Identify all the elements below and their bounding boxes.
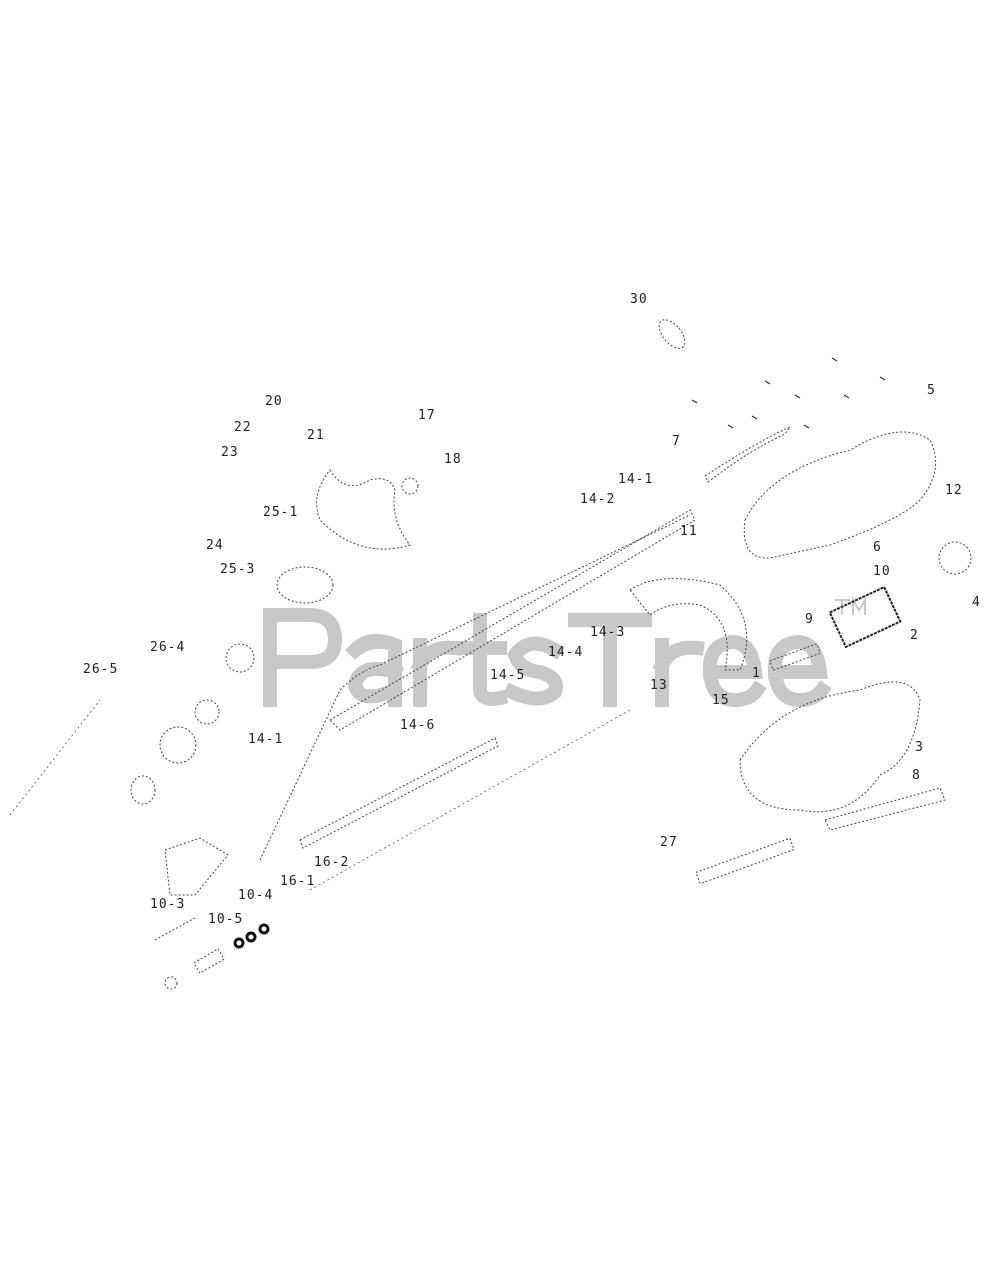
label-22: 22 (234, 420, 252, 435)
part-15-handle (629, 578, 748, 671)
label-14-5: 14-5 (490, 668, 526, 683)
part-bearing (130, 775, 156, 805)
label-25-3: 25-3 (220, 562, 256, 577)
part-18-nut (401, 477, 419, 495)
label-14-1-lower: 14-1 (248, 732, 284, 747)
label-1: 1 (752, 666, 761, 681)
label-6: 6 (873, 540, 882, 555)
label-30: 30 (630, 292, 648, 307)
label-17: 17 (418, 408, 436, 423)
part-26-4-gear (225, 643, 255, 673)
label-11: 11 (680, 524, 698, 539)
part-14-bent-tube (259, 514, 691, 861)
line-26-rod (9, 699, 101, 816)
label-24: 24 (206, 538, 224, 553)
label-4: 4 (972, 595, 981, 610)
label-10-3: 10-3 (150, 897, 186, 912)
label-18: 18 (444, 452, 462, 467)
label-16-2: 16-2 (314, 855, 350, 870)
part-gear-large (159, 726, 197, 764)
label-20: 20 (265, 394, 283, 409)
label-13: 13 (650, 678, 668, 693)
label-21: 21 (307, 428, 325, 443)
part-13-sleeve (193, 948, 225, 974)
label-8: 8 (912, 768, 921, 783)
part-6-shaft (769, 643, 821, 671)
label-23: 23 (221, 445, 239, 460)
part-4-fan (938, 541, 972, 575)
label-12: 12 (945, 483, 963, 498)
washers (233, 923, 270, 949)
part-25-1-spool (276, 566, 334, 604)
part-1-cable (309, 709, 631, 891)
label-3: 3 (915, 740, 924, 755)
part-2-motor (828, 585, 902, 649)
part-nut-bottom (164, 976, 178, 990)
part-7-strip (704, 425, 792, 483)
label-14-1: 14-1 (618, 472, 654, 487)
part-26-5-gear (194, 699, 220, 725)
label-10: 10 (873, 564, 891, 579)
part-8-cover (824, 787, 946, 831)
label-14-2: 14-2 (580, 492, 616, 507)
label-14-3: 14-3 (590, 625, 626, 640)
label-5: 5 (927, 383, 936, 398)
label-15: 15 (712, 693, 730, 708)
part-17-guard (316, 469, 411, 550)
label-9: 9 (805, 612, 814, 627)
part-14-2-tube (329, 509, 696, 731)
watermark-logo (263, 608, 832, 708)
label-16-1: 16-1 (280, 874, 316, 889)
part-27-rail (695, 837, 795, 885)
label-27: 27 (660, 835, 678, 850)
label-2: 2 (910, 628, 919, 643)
label-26-5: 26-5 (83, 662, 119, 677)
label-25-1: 25-1 (263, 505, 299, 520)
label-7: 7 (672, 434, 681, 449)
part-3-housing (739, 681, 921, 813)
part-14-6-rod (299, 737, 499, 849)
part-30-loop (658, 319, 686, 349)
label-26-4: 26-4 (150, 640, 186, 655)
label-14-4: 14-4 (548, 645, 584, 660)
part-14-bracket (164, 837, 229, 896)
label-10-4: 10-4 (238, 888, 274, 903)
screws (691, 357, 886, 429)
label-10-5: 10-5 (208, 912, 244, 927)
part-16-1-pin (154, 917, 196, 941)
part-5-housing (743, 431, 937, 559)
label-14-6: 14-6 (400, 718, 436, 733)
